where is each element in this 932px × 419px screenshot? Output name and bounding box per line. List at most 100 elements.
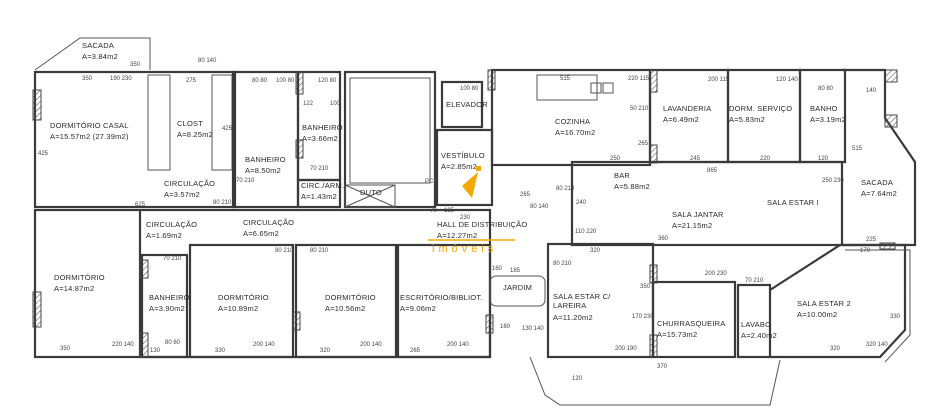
dimension-label: 120 <box>818 156 829 162</box>
room-22: BANHEIRO A=3.90m2 <box>149 293 190 313</box>
watermark-text: imóveis <box>432 243 497 255</box>
dimension-label: 230 <box>460 215 471 221</box>
room-name: SALA ESTAR C/ LAREIRA <box>553 292 611 310</box>
dimension-label: 330 <box>215 348 226 354</box>
dimension-label: 250 230 <box>822 178 844 184</box>
room-name: DORMITÓRIO <box>54 273 105 282</box>
room-21: DORMITÓRIO A=14.87m2 <box>54 273 105 293</box>
room-area: A=14.87m2 <box>54 284 94 293</box>
room-30: SALA ESTAR 2A=10.00m2 <box>797 299 851 319</box>
dimension-label: 200 140 <box>253 342 275 348</box>
dimension-label: 80 210 <box>275 248 294 254</box>
dimension-label: 130 140 <box>522 326 544 332</box>
room-area: A=10.56m2 <box>325 304 365 313</box>
room-area: A=10.00m2 <box>797 310 837 319</box>
dimension-label: 200 140 <box>447 342 469 348</box>
room-name: JARDIM <box>503 283 532 292</box>
dimension-label: 140 <box>866 88 877 94</box>
room-name: BANHEIRO <box>245 155 286 164</box>
room-name: ELEVADOR <box>446 100 488 109</box>
dimension-label: 80 60 <box>165 340 181 346</box>
dimension-label: 220 <box>760 156 771 162</box>
dimension-label: 250 <box>610 156 621 162</box>
dimension-label: 170 <box>860 248 871 254</box>
dimension-label: 80 80 <box>818 86 834 92</box>
dimension-label: 70 210 <box>310 166 329 172</box>
room-name: SACADA <box>82 41 114 50</box>
dimension-label: 110 220 <box>575 229 597 235</box>
dimension-label: 100 <box>330 101 341 107</box>
walls <box>33 37 917 406</box>
room-area: A=6.65m2 <box>243 229 279 238</box>
room-name: DUTO <box>360 188 382 197</box>
room-area: A=1.69m2 <box>146 231 182 240</box>
dimension-label: 320 <box>590 248 601 254</box>
columns <box>32 69 898 358</box>
room-area: A=16.70m2 <box>555 128 595 137</box>
room-area: A=11.20m2 <box>553 313 593 322</box>
dimension-label: 350 <box>82 76 93 82</box>
dimension-label: 160 <box>500 324 511 330</box>
room-area: A=2.85m2 <box>441 162 477 171</box>
room-area: A=3.66m2 <box>302 134 338 143</box>
room-area: A=3.57m2 <box>164 190 200 199</box>
dimension-label: 220 115 <box>628 76 650 82</box>
dimension-label: 515 <box>852 146 863 152</box>
room-25: ESCRITÓRIO/BIBLIOT.A=9.06m2 <box>400 293 483 313</box>
dimension-label: 320 <box>830 346 841 352</box>
dimension-label: 80 210 <box>556 186 575 192</box>
dimension-label: 130 <box>150 348 161 354</box>
dimension-label: 70 210 <box>745 278 764 284</box>
room-area: A=1.43m2 <box>301 192 337 201</box>
dimension-label: 80 140 <box>530 204 549 210</box>
dimension-label: 200 190 <box>615 346 637 352</box>
room-name: SACADA <box>861 178 893 187</box>
dimension-label: 425 <box>222 126 233 132</box>
dimension-label: 200 230 <box>705 271 727 277</box>
room-area: A=6.49m2 <box>663 115 699 124</box>
room-name: ESCRITÓRIO/BIBLIOT. <box>400 293 483 302</box>
dimension-label: 350 <box>130 62 141 68</box>
dimension-label: 330 <box>890 314 901 320</box>
room-area: A=8.50m2 <box>245 166 281 175</box>
dimension-label: 350 <box>640 284 651 290</box>
logo-dot <box>476 166 481 171</box>
dimension-label: 120 140 <box>776 77 798 83</box>
room-name: SALA ESTAR I <box>767 198 819 207</box>
room-name: BANHEIRO <box>149 293 190 302</box>
room-area: A=3.90m2 <box>149 304 185 313</box>
dimension-label: 200 140 <box>360 342 382 348</box>
room-area: A=3.84m2 <box>82 52 118 61</box>
room-name: BANHO <box>810 104 838 113</box>
logo-mark <box>462 172 478 198</box>
dimension-label: 80 210 <box>553 261 572 267</box>
room-4: BANHEIRO A=3.66m2 <box>302 123 343 143</box>
dimension-label: 320 140 <box>866 342 888 348</box>
room-name: DORMITÓRIO <box>325 293 376 302</box>
dimension-label: 80 210 <box>213 200 232 206</box>
room-8: ELEVADOR <box>446 100 488 109</box>
room-area: A=8.25m2 <box>177 130 213 139</box>
watermark: imóveis <box>428 166 515 255</box>
dimension-label: 185 <box>444 208 455 214</box>
room-name: CIRCULAÇÃO <box>146 220 197 229</box>
dimension-label: 220 140 <box>112 342 134 348</box>
room-name: BAR <box>614 171 630 180</box>
dimension-label: 360 <box>658 236 669 242</box>
dimension-label: 70 210 <box>163 256 182 262</box>
room-name: BANHEIRO <box>302 123 343 132</box>
